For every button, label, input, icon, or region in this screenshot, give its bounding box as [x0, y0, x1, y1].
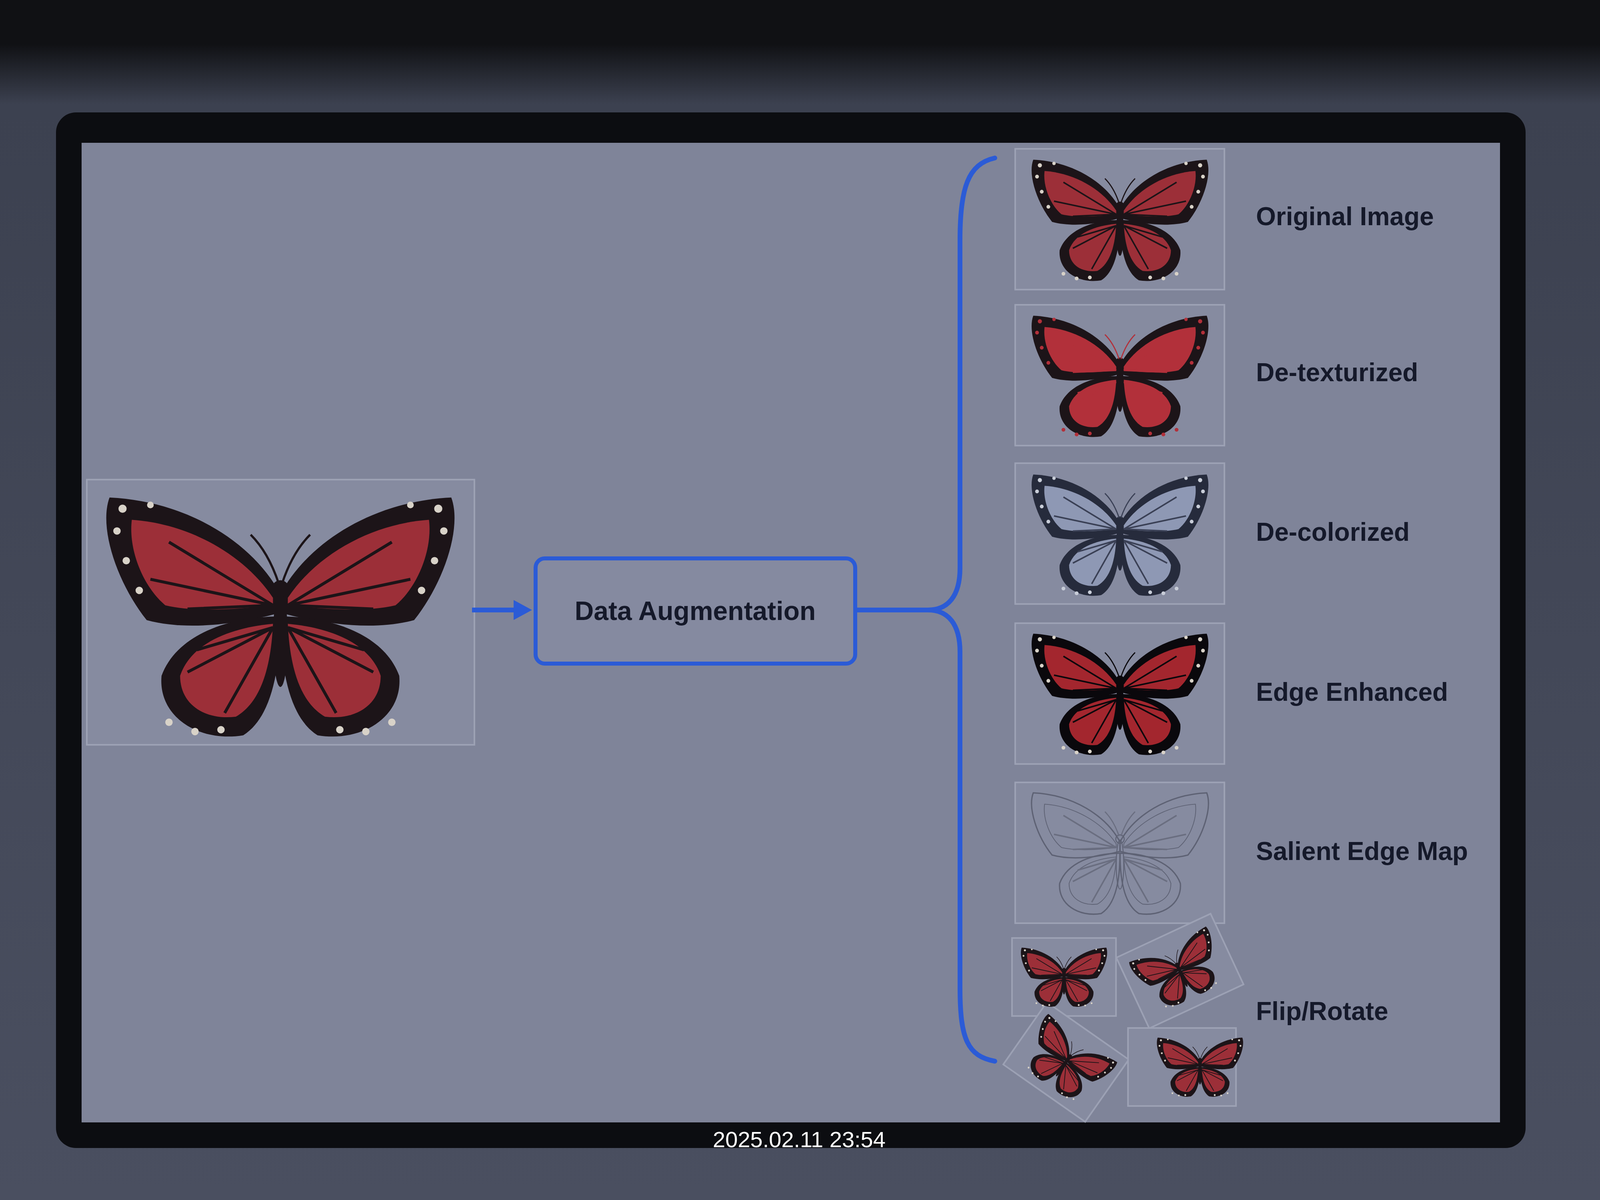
image-caption: De-colorized [1256, 517, 1410, 547]
timestamp: 2025.02.11 23:54 [712, 1126, 886, 1153]
box-label: Data Augmentation [574, 595, 816, 626]
process-box: Data Augmentation [533, 556, 858, 666]
image-caption: Salient Edge Map [1256, 836, 1468, 866]
image-caption: Flip/Rotate [1256, 996, 1389, 1026]
image-caption: Original Image [1256, 201, 1434, 232]
image-caption: De-texturized [1256, 357, 1418, 388]
image-caption: Edge Enhanced [1256, 677, 1448, 707]
